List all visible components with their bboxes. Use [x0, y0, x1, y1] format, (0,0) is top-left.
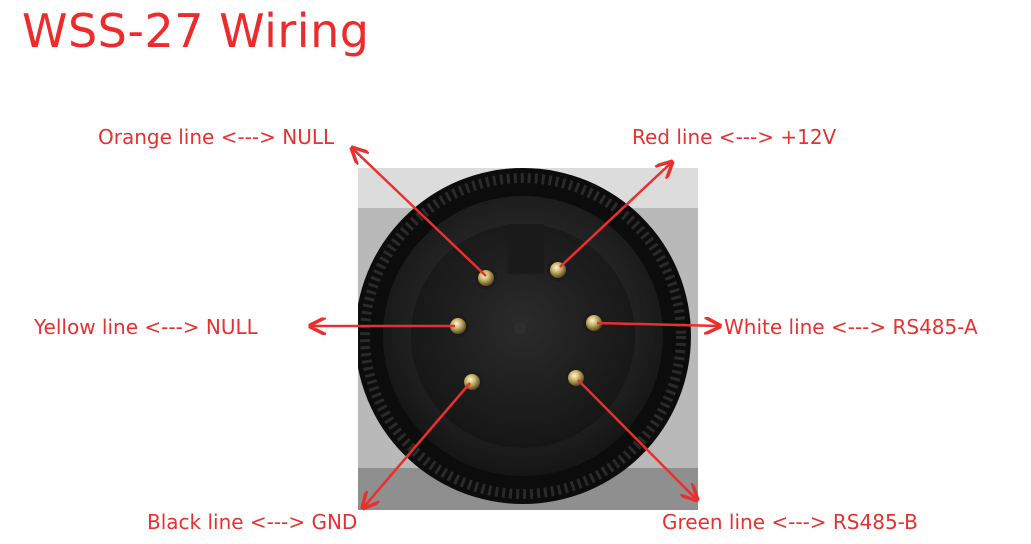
pin-red	[550, 262, 566, 278]
diagram-title: WSS-27 Wiring	[22, 4, 370, 58]
pin-orange	[478, 270, 494, 286]
label-white-line: White line <---> RS485-A	[724, 315, 978, 339]
pin-black	[464, 374, 480, 390]
connector-photo	[358, 168, 698, 510]
label-green-line: Green line <---> RS485-B	[662, 510, 918, 534]
label-black-line: Black line <---> GND	[147, 510, 358, 534]
label-yellow-line: Yellow line <---> NULL	[34, 315, 258, 339]
label-orange-line: Orange line <---> NULL	[98, 125, 335, 149]
pin-yellow	[450, 318, 466, 334]
pin-green	[568, 370, 584, 386]
label-red-line: Red line <---> +12V	[632, 125, 837, 149]
pin-white	[586, 315, 602, 331]
connector-pins	[447, 259, 605, 393]
keyway	[508, 224, 544, 274]
